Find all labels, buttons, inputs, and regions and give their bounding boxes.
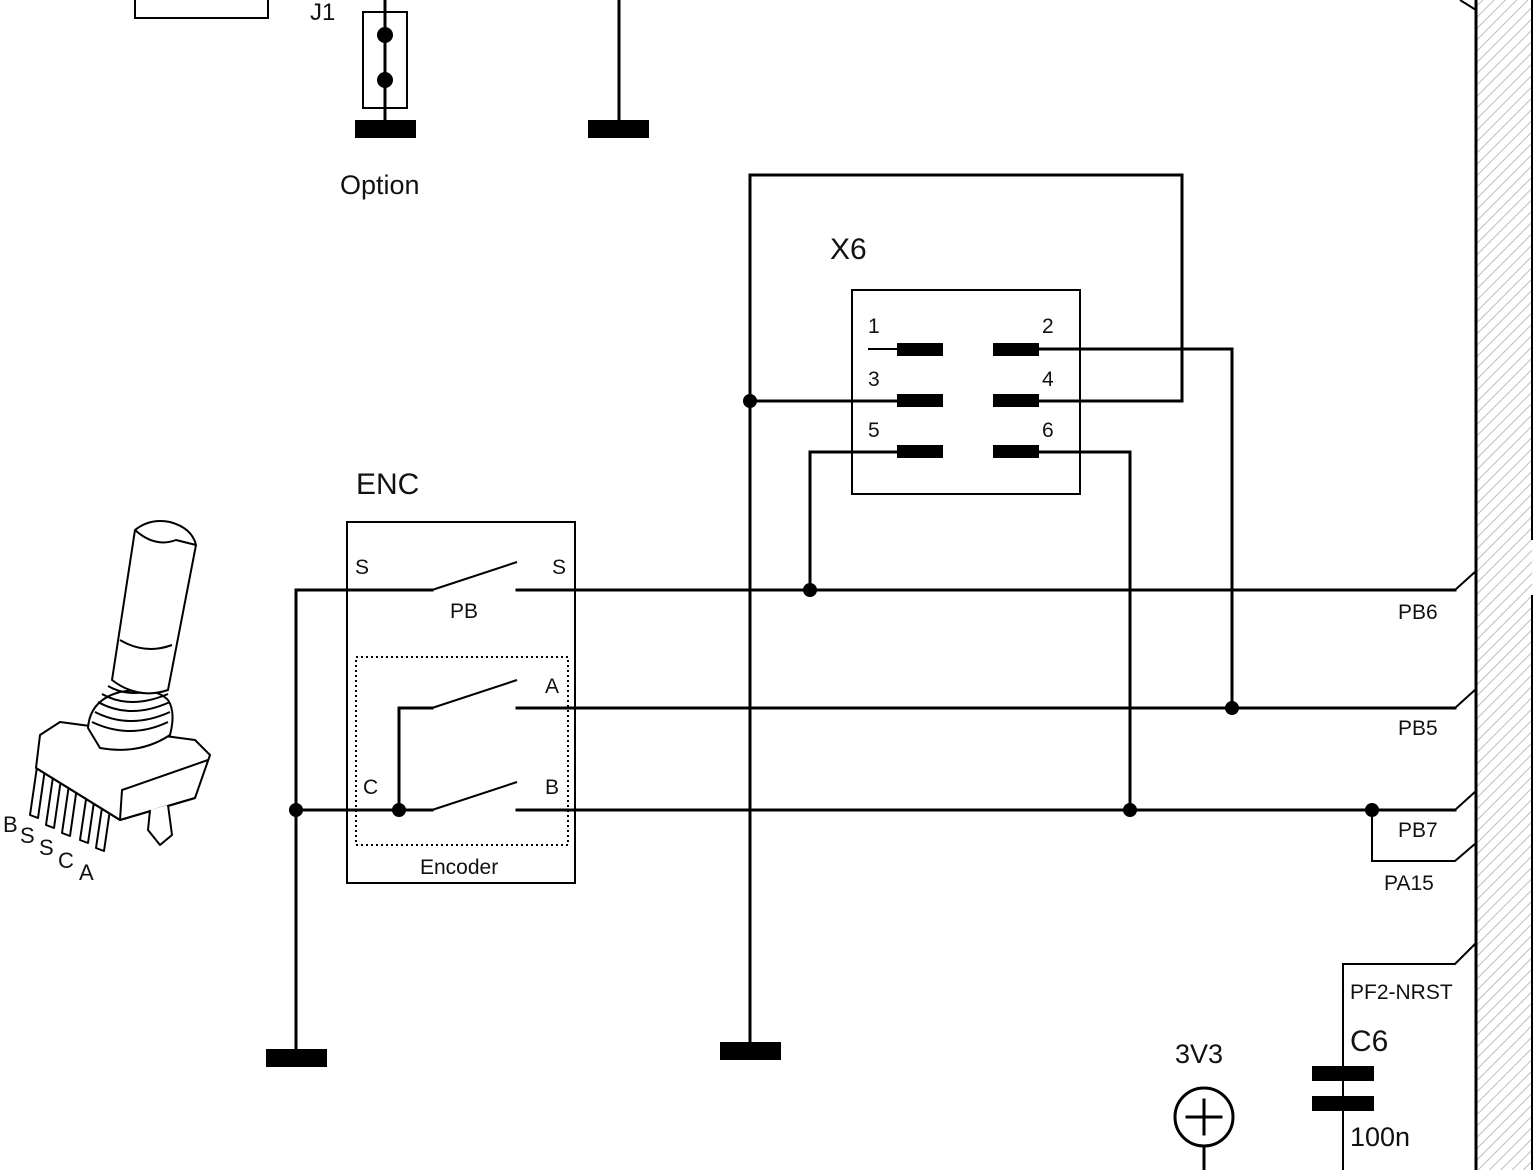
c6-value: 100n bbox=[1350, 1122, 1410, 1152]
pb7-label: PB7 bbox=[1398, 819, 1438, 842]
pa15-label: PA15 bbox=[1384, 872, 1434, 895]
ground-symbol bbox=[355, 120, 416, 138]
ground-symbol bbox=[266, 1049, 327, 1067]
switch-b-label: B bbox=[545, 776, 559, 799]
switch-s-right-label: S bbox=[552, 556, 566, 579]
switch-c-label: C bbox=[363, 776, 378, 799]
ground-symbol bbox=[588, 120, 649, 138]
x6-wiring bbox=[743, 173, 1234, 1047]
mcu-body bbox=[1459, 0, 1533, 1170]
enc-pin-a: A bbox=[79, 860, 94, 885]
pin-4-label: 4 bbox=[1042, 368, 1054, 391]
pin-6-label: 6 bbox=[1042, 419, 1054, 442]
3v3-label: 3V3 bbox=[1175, 1039, 1223, 1069]
pb-label: PB bbox=[450, 600, 478, 623]
j1-label: J1 bbox=[310, 0, 335, 26]
pin-5-label: 5 bbox=[868, 419, 880, 442]
enc-pin-b: B bbox=[3, 812, 18, 837]
ground-symbol bbox=[720, 1042, 781, 1060]
encoder-label: Encoder bbox=[420, 856, 498, 879]
x6-label: X6 bbox=[830, 233, 867, 266]
top-left-block bbox=[134, 0, 269, 19]
pin-5 bbox=[897, 445, 943, 458]
pin-1 bbox=[897, 343, 943, 356]
capacitor-c6: C6 100n bbox=[1312, 1025, 1410, 1152]
pf2-nrst-label: PF2-NRST bbox=[1350, 981, 1453, 1004]
pin-2-label: 2 bbox=[1042, 315, 1054, 338]
enc-pin-s1: S bbox=[20, 823, 35, 848]
connector-x6: X6 1 2 3 4 5 6 bbox=[830, 233, 1081, 495]
mcu-pins: PB6 PB5 PB7 PA15 PF2-NRST bbox=[1342, 570, 1477, 1170]
rotary-encoder-illustration: B S S C A bbox=[3, 520, 211, 885]
enc-label: ENC bbox=[356, 468, 419, 501]
option-label: Option bbox=[340, 170, 420, 200]
pin-3 bbox=[897, 394, 943, 407]
pin-4 bbox=[993, 394, 1039, 407]
switch-s-left-label: S bbox=[355, 556, 369, 579]
encoder-enc: ENC Encoder S S PB A B C bbox=[294, 468, 1457, 884]
supply-3v3: 3V3 bbox=[1173, 1039, 1235, 1170]
pin-6 bbox=[993, 445, 1039, 458]
pb5-label: PB5 bbox=[1398, 717, 1438, 740]
pb6-label: PB6 bbox=[1398, 601, 1438, 624]
enc-pin-s2: S bbox=[39, 835, 54, 860]
enc-pin-c: C bbox=[58, 848, 74, 873]
pin-2 bbox=[993, 343, 1039, 356]
jumper-j1: J1 Option bbox=[310, 0, 420, 200]
switch-a-label: A bbox=[545, 675, 559, 698]
c6-label: C6 bbox=[1350, 1025, 1388, 1058]
pin-3-label: 3 bbox=[868, 368, 880, 391]
pin-1-label: 1 bbox=[868, 315, 880, 338]
